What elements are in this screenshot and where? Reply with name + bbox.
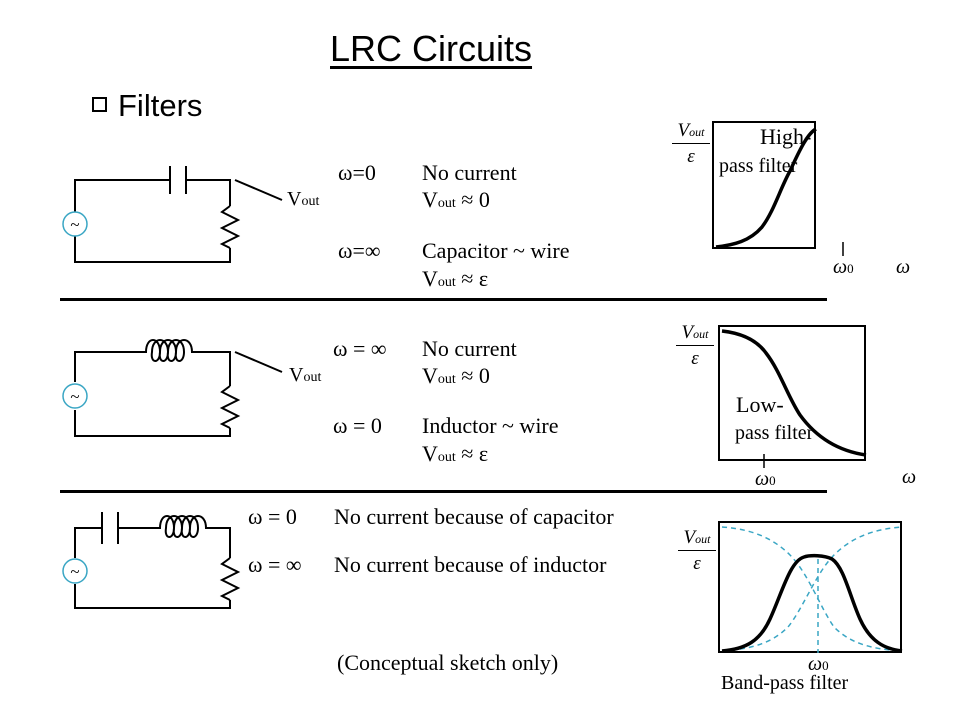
vout-value: Vout ≈ ε xyxy=(422,441,489,466)
ac-source-icon: ~ xyxy=(70,387,79,406)
plot-label: pass filter xyxy=(719,155,798,177)
description-inductor-wire: Inductor ~ wire xyxy=(422,413,559,438)
omega-axis-label: ω xyxy=(902,466,917,488)
y-axis-label: Vout ε xyxy=(672,120,710,168)
description-capacitor-blocks: No current because of capacitor xyxy=(334,504,614,529)
vout-value: Vout ≈ 0 xyxy=(422,363,490,388)
condition-omega-zero: ω = 0 xyxy=(248,504,297,529)
vout-value: Vout ≈ 0 xyxy=(422,187,490,212)
omega0-label: ω0 xyxy=(755,468,776,490)
omega0-label: ω0 xyxy=(833,256,854,278)
footnote: (Conceptual sketch only) xyxy=(337,650,559,675)
description-capacitor-wire: Capacitor ~ wire xyxy=(422,238,570,263)
condition-omega-infinity: ω=∞ xyxy=(338,238,381,263)
plot-label: High- xyxy=(760,124,812,149)
low-pass-plot xyxy=(718,325,867,461)
description-no-current: No current xyxy=(422,160,517,185)
vout-value: Vout ≈ ε xyxy=(422,266,489,291)
divider xyxy=(60,298,827,301)
ac-source-icon: ~ xyxy=(70,215,79,234)
plot-label: Band-pass filter xyxy=(721,672,849,694)
condition-omega-zero: ω = 0 xyxy=(333,413,382,438)
page-title: LRC Circuits xyxy=(330,28,533,69)
omega0-tick xyxy=(842,242,844,256)
omega0-label: ω0 xyxy=(808,653,829,675)
omega0-tick xyxy=(763,454,765,468)
condition-omega-infinity: ω = ∞ xyxy=(333,336,387,361)
band-pass-plot xyxy=(718,521,903,653)
circuit-inductor: ~ xyxy=(62,339,283,437)
description-inductor-blocks: No current because of inductor xyxy=(334,552,607,577)
ac-source-icon: ~ xyxy=(70,562,79,581)
y-axis-label: Vout ε xyxy=(676,322,714,370)
circuit-capacitor: ~ xyxy=(62,166,283,263)
plot-label: pass filter xyxy=(735,422,814,444)
condition-omega-infinity: ω = ∞ xyxy=(248,552,302,577)
omega-axis-label: ω xyxy=(896,256,911,278)
vout-label: Vout xyxy=(289,364,322,386)
y-axis-label: Vout ε xyxy=(678,527,716,575)
circuit-capacitor-inductor: ~ xyxy=(62,512,241,609)
condition-omega-zero: ω=0 xyxy=(338,160,376,185)
checkbox-bullet-icon xyxy=(92,97,107,112)
divider xyxy=(60,490,827,493)
vout-label: Vout xyxy=(287,188,320,210)
description-no-current: No current xyxy=(422,336,517,361)
section-heading: Filters xyxy=(118,88,203,123)
plot-label: Low- xyxy=(736,392,784,417)
high-pass-plot xyxy=(712,121,817,249)
